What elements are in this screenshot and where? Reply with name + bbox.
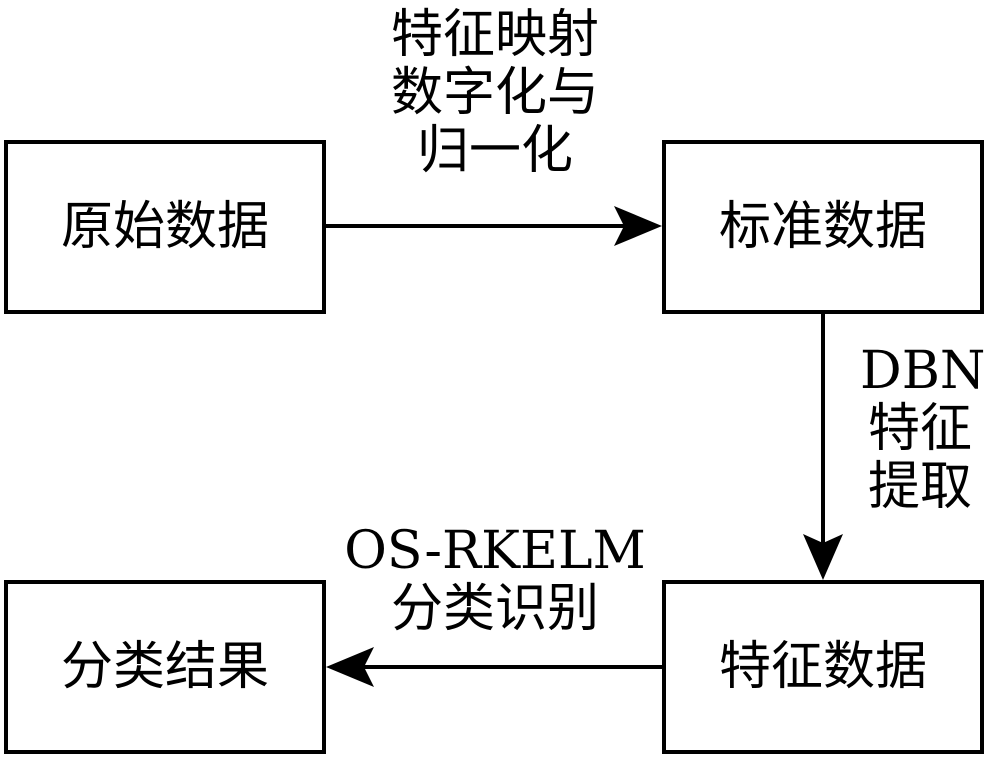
node-standard-data: 标准数据 [662, 140, 984, 314]
edge-label-line: OS-RKELM [344, 521, 646, 581]
node-feature-data: 特征数据 [662, 580, 984, 754]
node-raw-data-label: 原始数据 [60, 197, 269, 257]
edge-label-standard-to-feature: DBN 特征 提取 [860, 341, 986, 517]
edge-label-line: 归一化 [416, 121, 573, 181]
edge-label-line: 提取 [867, 457, 972, 517]
arrow-raw-to-standard [326, 206, 662, 246]
edge-label-line: 特征映射 [390, 5, 599, 65]
node-raw-data: 原始数据 [4, 140, 326, 314]
node-result: 分类结果 [4, 580, 326, 754]
edge-label-line: DBN [860, 341, 986, 401]
node-result-label: 分类结果 [60, 637, 269, 697]
node-feature-data-label: 特征数据 [718, 637, 927, 697]
edge-label-line: 特征 [867, 399, 972, 459]
edge-label-line: 数字化与 [390, 63, 599, 123]
arrow-standard-to-feature [803, 314, 843, 580]
edge-label-line: 分类识别 [390, 579, 599, 639]
node-standard-data-label: 标准数据 [718, 197, 927, 257]
edge-label-raw-to-standard: 特征映射 数字化与 归一化 [330, 6, 660, 180]
arrow-feature-to-result [326, 647, 662, 687]
edge-label-feature-to-result: OS-RKELM 分类识别 [330, 522, 660, 638]
